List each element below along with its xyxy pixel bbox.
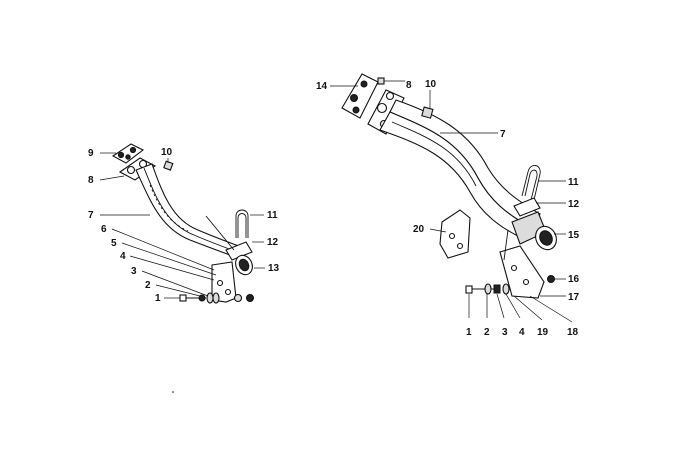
left-number-labels: 9 8 10 7 11 6 5 12 4 13 3 2 1 (88, 147, 280, 304)
label-10: 10 (161, 147, 173, 158)
label-10: 10 (425, 79, 437, 90)
right-clamp (513, 197, 541, 217)
label-9: 9 (88, 148, 94, 159)
label-1: 1 (466, 327, 472, 338)
right-u-bolt (521, 165, 541, 201)
right-leader-lines (330, 80, 573, 323)
label-12: 12 (267, 237, 279, 248)
left-pipe (135, 163, 245, 259)
label-7: 7 (88, 210, 94, 221)
label-2: 2 (484, 327, 490, 338)
left-bolt-set (179, 292, 254, 304)
left-u-bolt (235, 209, 249, 238)
left-gasket (111, 143, 145, 164)
label-2: 2 (145, 280, 151, 291)
left-nut (163, 160, 174, 171)
label-18: 18 (567, 327, 579, 338)
label-8: 8 (406, 80, 412, 91)
label-11: 11 (568, 177, 579, 188)
right-bolt-set (465, 283, 510, 295)
label-8: 8 (88, 175, 94, 186)
label-3: 3 (131, 266, 137, 277)
label-16: 16 (568, 274, 580, 285)
label-6: 6 (101, 224, 107, 235)
right-nut-16 (547, 275, 555, 283)
left-assembly: 9 8 10 7 11 6 5 12 4 13 3 2 1 (88, 143, 280, 304)
label-14: 14 (316, 81, 328, 92)
label-5: 5 (111, 238, 117, 249)
label-13: 13 (268, 263, 280, 274)
label-1: 1 (155, 293, 161, 304)
right-nut (421, 106, 434, 119)
stray-dot (172, 391, 174, 393)
left-leader-lines (99, 152, 265, 299)
right-gasket (341, 73, 379, 119)
label-20: 20 (413, 224, 425, 235)
label-17: 17 (568, 292, 580, 303)
right-mount-plate (439, 209, 471, 259)
label-19: 19 (537, 327, 549, 338)
right-number-labels: 14 8 10 7 11 12 20 15 16 17 1 2 3 4 19 1… (316, 79, 580, 338)
left-end-ring (235, 254, 253, 276)
label-12: 12 (568, 199, 580, 210)
label-11: 11 (267, 210, 278, 221)
right-assembly: 14 8 10 7 11 12 20 15 16 17 1 2 3 4 19 1… (316, 73, 580, 338)
label-4: 4 (120, 251, 126, 262)
label-7: 7 (500, 129, 506, 140)
label-3: 3 (502, 327, 508, 338)
left-clamp (205, 215, 253, 261)
label-15: 15 (568, 230, 580, 241)
label-4: 4 (519, 327, 525, 338)
right-bracket (499, 229, 545, 299)
